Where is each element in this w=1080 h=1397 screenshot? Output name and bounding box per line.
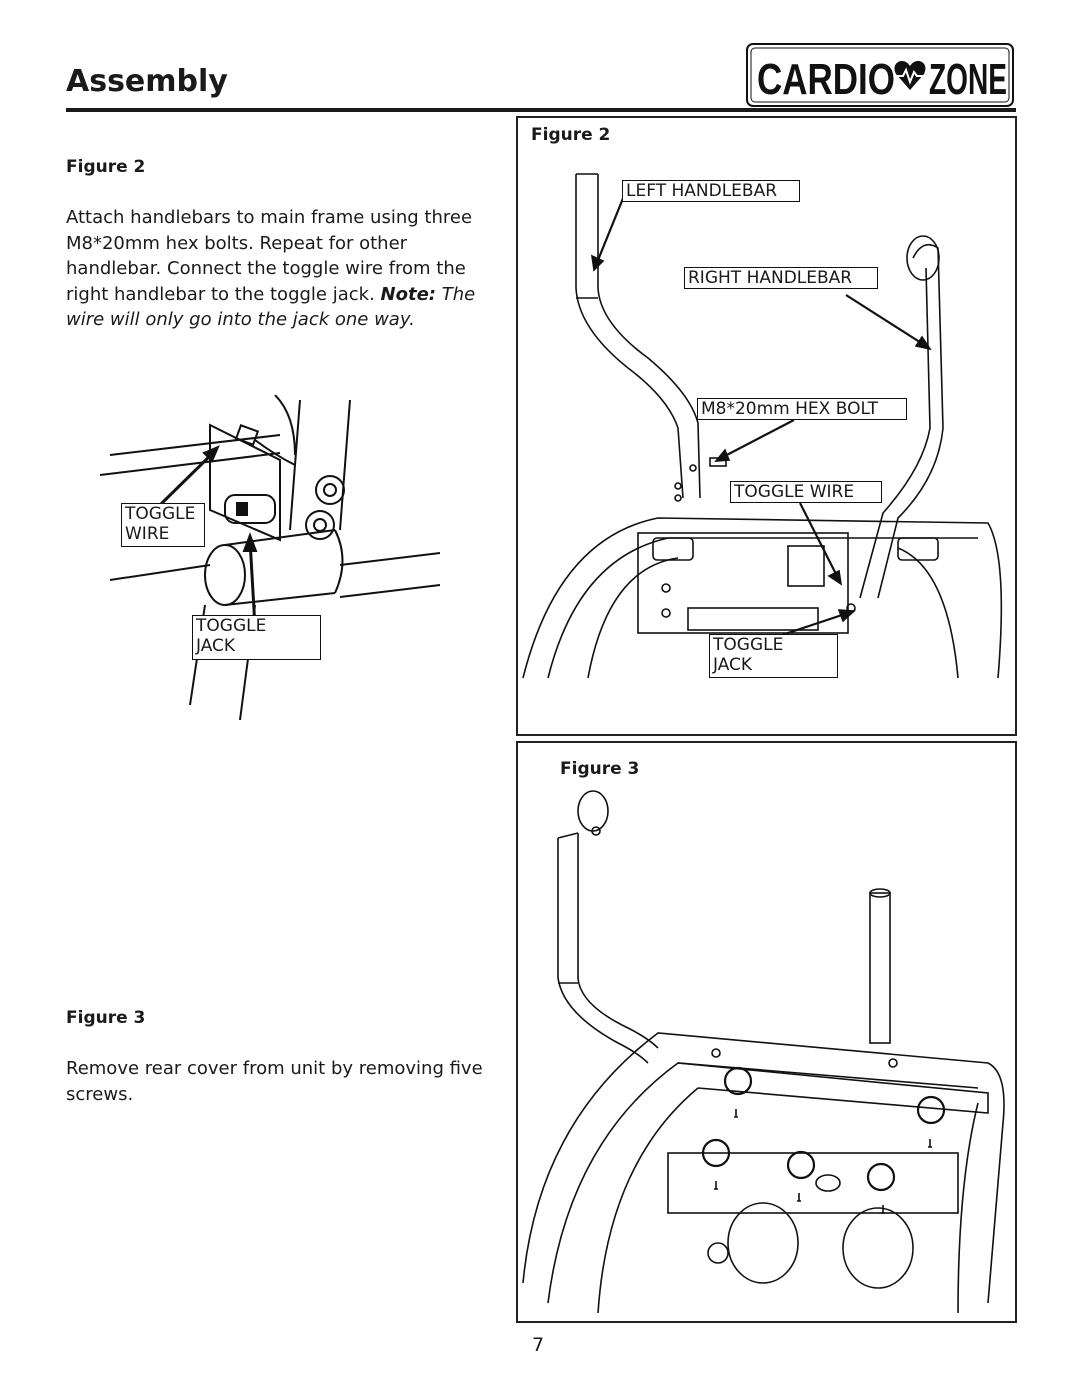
figure3-panel [516, 741, 1017, 1323]
label-hex-bolt: M8*20mm HEX BOLT [697, 398, 907, 420]
header-rule [66, 108, 1016, 112]
figure3-panel-heading: Figure 3 [560, 759, 640, 779]
figure3-illustration [522, 790, 1005, 1314]
brand-logo: CARDIO ZONE [745, 42, 1015, 108]
toggle-closeup-illustration [99, 394, 500, 725]
note-label: Note: [380, 283, 436, 305]
logo-text-right: ZONE [929, 55, 1007, 104]
label-left-handlebar: LEFT HANDLEBAR [622, 180, 800, 202]
closeup-label-toggle-wire: TOGGLE WIRE [121, 503, 205, 547]
label-right-handlebar: RIGHT HANDLEBAR [684, 267, 878, 289]
figure2-panel-heading: Figure 2 [531, 125, 611, 145]
label-toggle-wire: TOGGLE WIRE [730, 481, 882, 503]
logo-text-left: CARDIO [757, 55, 895, 104]
note-text: The wire will only go into the jack one … [66, 283, 476, 331]
fig3-heading: Figure 3 [66, 1008, 146, 1028]
fig2-heading: Figure 2 [66, 157, 146, 177]
closeup-label-toggle-jack: TOGGLE JACK [192, 615, 321, 660]
page-title: Assembly [66, 64, 228, 99]
fig3-text: Remove rear cover from unit by removing … [66, 1058, 483, 1105]
page-number: 7 [532, 1334, 545, 1356]
fig2-instructions: Attach handlebars to main frame using th… [66, 205, 506, 333]
label-toggle-jack: TOGGLE JACK [709, 634, 838, 678]
fig2-text: Attach handlebars to main frame using th… [66, 207, 473, 305]
figure2-illustration [522, 173, 1003, 679]
heart-icon [894, 60, 926, 90]
figure2-panel [516, 116, 1017, 736]
